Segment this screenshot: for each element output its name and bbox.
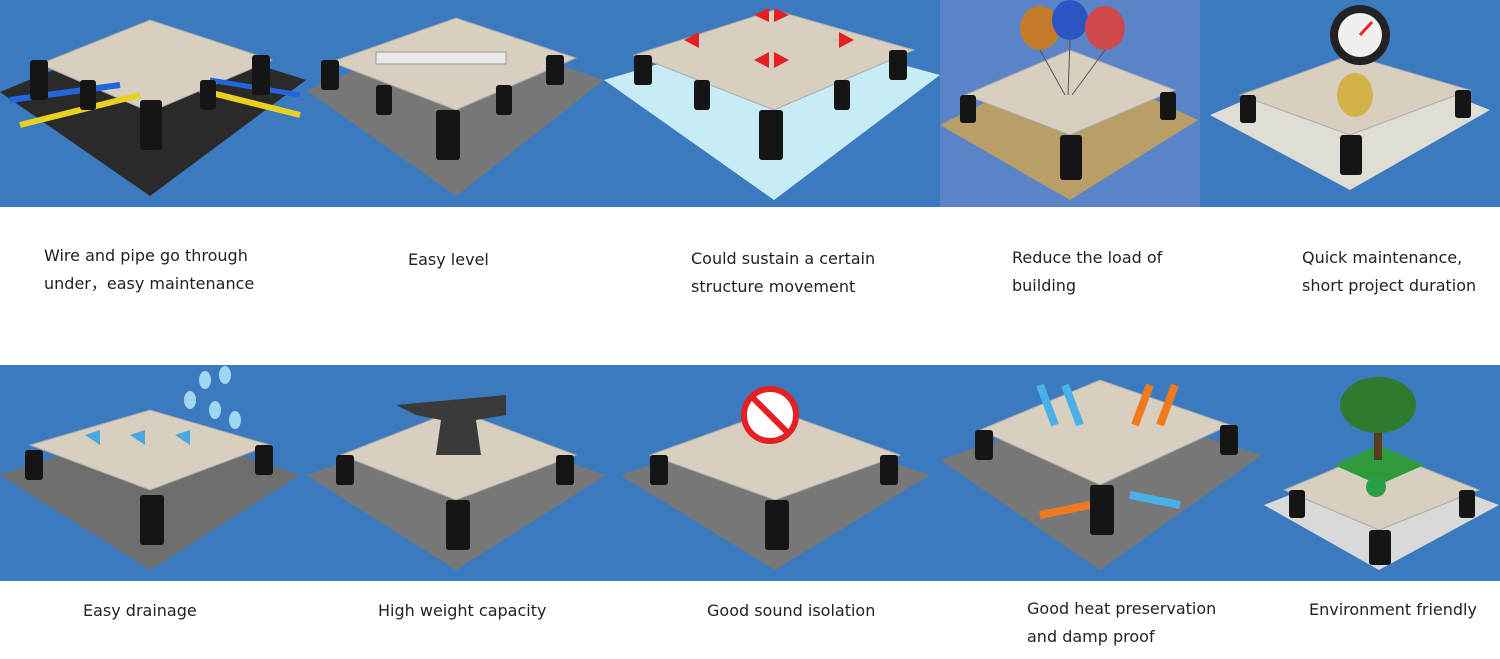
water-drops-icon (0, 365, 306, 581)
movement-arrows-icon (604, 0, 940, 207)
caption-heat: Good heat preservation and damp proof (1027, 599, 1217, 646)
panel-sound (610, 365, 940, 581)
panel-spirit-level (306, 0, 604, 207)
stopwatch-icon (1200, 0, 1500, 207)
panel-weight (306, 365, 610, 581)
panel-balloons (940, 0, 1200, 207)
panel-drainage (0, 365, 306, 581)
caption-weight: High weight capacity (378, 601, 547, 620)
caption-drainage: Easy drainage (83, 601, 197, 620)
panel-environment (1264, 365, 1500, 581)
caption-quick-maintenance: Quick maintenance, short project duratio… (1302, 248, 1477, 295)
caption-environment: Environment friendly (1309, 600, 1477, 619)
balloons-icon (940, 0, 1200, 207)
wire-pipe-icon (0, 0, 306, 207)
caption-sound: Good sound isolation (707, 601, 876, 620)
caption-reduce-load: Reduce the load of building (1012, 248, 1163, 295)
caption-wire-pipe: Wire and pipe go through under，easy main… (44, 246, 255, 293)
heat-arrows-icon (940, 365, 1264, 581)
caption-movement: Could sustain a certain structure moveme… (691, 249, 876, 296)
panel-heat (940, 365, 1264, 581)
no-sound-icon (610, 365, 940, 581)
tree-recycle-icon (1264, 365, 1500, 581)
anvil-icon (306, 365, 610, 581)
panel-stopwatch (1200, 0, 1500, 207)
spirit-level-icon (306, 0, 604, 207)
caption-easy-level: Easy level (408, 250, 489, 269)
panel-movement (604, 0, 940, 207)
panel-wire-pipe (0, 0, 306, 207)
